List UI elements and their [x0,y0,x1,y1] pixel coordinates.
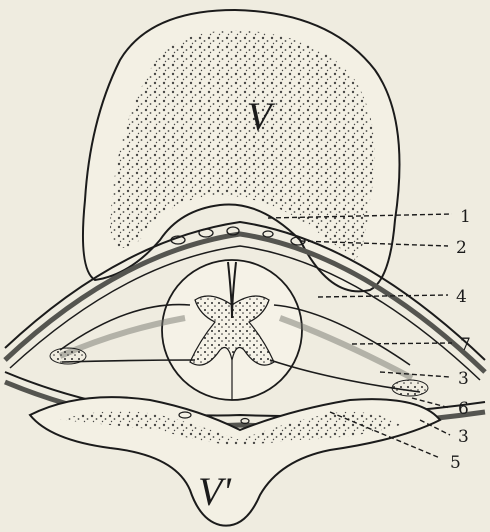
callout-7: 7 [460,335,471,355]
callout-3-lower: 3 [458,427,469,447]
spinal-ganglion-right [392,380,428,396]
callout-5: 5 [450,453,461,473]
callout-4: 4 [456,287,467,307]
label-vertebra-lower: V' [198,469,232,514]
callout-6: 6 [458,399,469,419]
spinal-ganglion-left [50,348,86,364]
callout-2: 2 [456,238,467,258]
callout-3-upper: 3 [458,369,469,389]
callout-1: 1 [460,207,471,227]
